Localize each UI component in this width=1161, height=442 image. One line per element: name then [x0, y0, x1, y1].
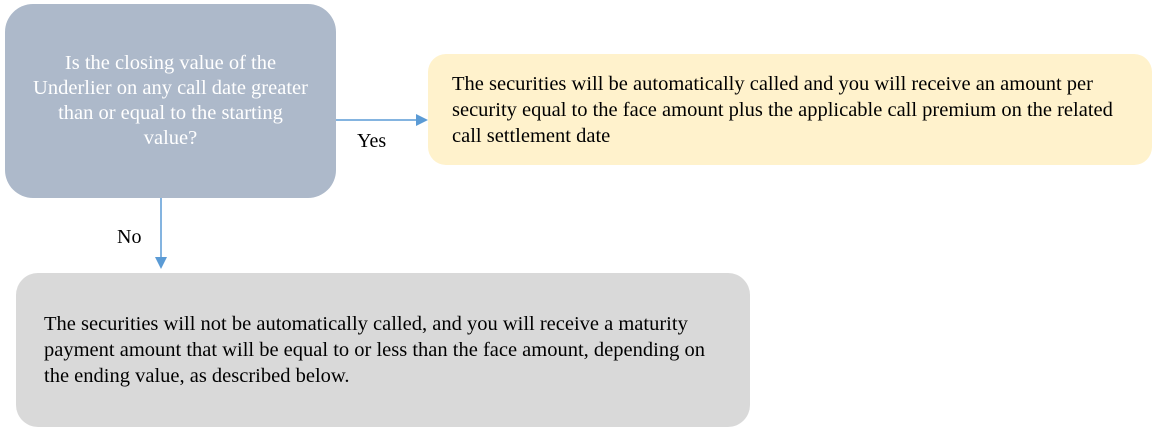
- no-arrowhead-icon: [155, 257, 167, 269]
- no-label: No: [117, 226, 142, 248]
- yes-outcome-box: The securities will be automatically cal…: [428, 54, 1152, 165]
- decision-question: Is the closing value of the Underlier on…: [33, 52, 308, 149]
- yes-label: Yes: [357, 130, 387, 152]
- decision-box: Is the closing value of the Underlier on…: [5, 4, 336, 198]
- no-outcome-box: The securities will not be automatically…: [16, 273, 750, 427]
- no-outcome-text: The securities will not be automatically…: [44, 313, 705, 387]
- yes-outcome-text: The securities will be automatically cal…: [452, 72, 1113, 147]
- yes-arrowhead-icon: [416, 114, 428, 126]
